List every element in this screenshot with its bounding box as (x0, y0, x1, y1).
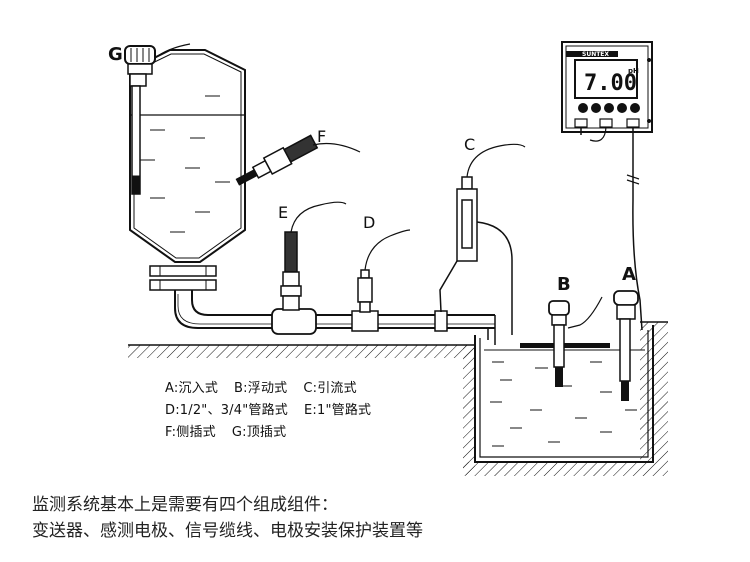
electrode-f-side-insert (235, 134, 361, 186)
label-e: E (278, 203, 288, 222)
label-g: G (108, 44, 123, 65)
transmitter-unit: pH (628, 67, 639, 75)
label-f: F (317, 127, 326, 146)
legend-item-d: D:1/2"、3/4"管路式 (165, 403, 288, 418)
legend-row-3: F:侧插式 G:顶插式 (165, 421, 302, 440)
electrode-e-1in-pipe (280, 201, 347, 311)
label-d: D (363, 213, 375, 232)
storage-tank (129, 49, 496, 345)
transmitter-brand: SUNTEX (582, 51, 609, 58)
electrode-a-submersion (613, 290, 639, 401)
transmitter (561, 41, 653, 331)
label-c: C (464, 135, 475, 154)
legend-item-c: C:引流式 (303, 381, 357, 396)
electrode-b-floating (520, 296, 610, 387)
legend-row-2: D:1/2"、3/4"管路式 E:1"管路式 (165, 399, 387, 418)
transmitter-reading: 7.00 (584, 71, 637, 96)
electrode-g-top-insert (124, 43, 191, 195)
summary-line-2: 变送器、感测电极、信号缆线、电极安装保护装置等 (32, 521, 423, 541)
electrode-c-flow-through (439, 143, 526, 335)
legend-item-e: E:1"管路式 (304, 403, 372, 418)
legend-item-g: G:顶插式 (231, 425, 287, 440)
legend-item-a: A:沉入式 (165, 381, 219, 396)
label-b: B (557, 274, 571, 295)
label-a: A (622, 264, 636, 285)
electrode-d-half-inch-pipe (357, 229, 411, 313)
legend-row-1: A:沉入式 B:浮动式 C:引流式 (165, 377, 373, 396)
legend-item-f: F:侧插式 (165, 425, 216, 440)
legend-item-b: B:浮动式 (234, 381, 288, 396)
summary-line-1: 监测系统基本上是需要有四个组成组件： (32, 495, 338, 515)
